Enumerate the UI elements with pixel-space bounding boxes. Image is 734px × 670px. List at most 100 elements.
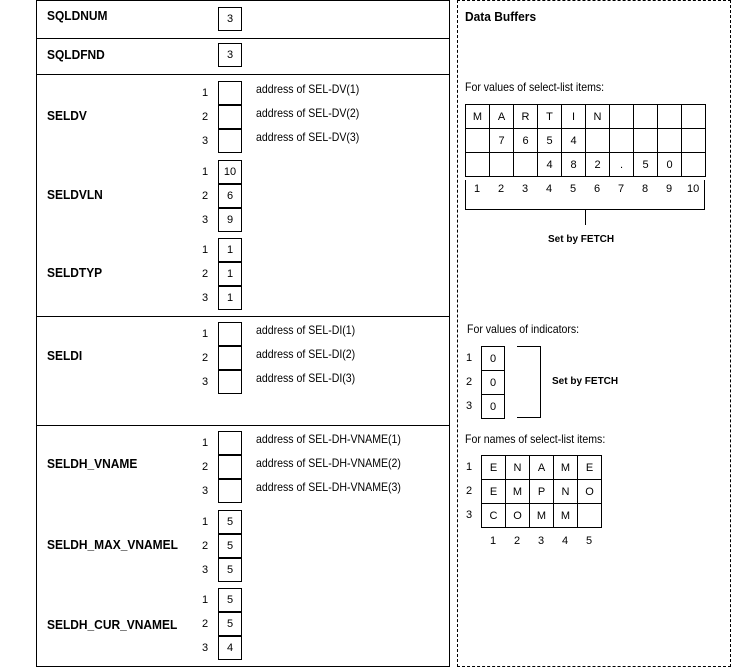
name-cell: M: [529, 503, 554, 528]
indicators-caption: For values of indicators:: [467, 322, 580, 336]
column-number: 5: [569, 183, 577, 195]
column-number: 3: [537, 535, 545, 547]
row-index: 3: [201, 642, 209, 654]
indicator-cell: 0: [481, 346, 505, 371]
buffer-cell: 2: [585, 152, 610, 177]
name-cell: P: [529, 479, 554, 504]
row-index: 2: [201, 352, 209, 364]
field-name-seldv: SELDV: [47, 108, 87, 123]
row-index: 3: [465, 400, 473, 412]
field-value-cell: [218, 81, 242, 105]
row-index: 1: [201, 594, 209, 606]
buffer-cell: 4: [537, 152, 562, 177]
set-by-fetch-label: Set by FETCH: [552, 376, 619, 387]
field-name-sqldfnd: SQLDFND: [47, 47, 105, 62]
buffer-cell: 5: [537, 128, 562, 153]
bracket: [704, 180, 705, 210]
bracket: [517, 346, 541, 347]
field-value-cell: 5: [218, 534, 242, 558]
buffer-cell: A: [489, 104, 514, 129]
row-index: 1: [465, 461, 473, 473]
address-note: address of SEL-DV(1): [256, 82, 360, 96]
field-value-cell: 1: [218, 286, 242, 310]
row-index: 1: [201, 516, 209, 528]
row-index: 1: [201, 437, 209, 449]
data-buffers-title: Data Buffers: [465, 9, 537, 24]
field-name-seldvln: SELDVLN: [47, 187, 103, 202]
row-index: 1: [201, 166, 209, 178]
buffer-cell: [465, 152, 490, 177]
buffer-cell: [633, 128, 658, 153]
bracket: [540, 346, 541, 418]
field-name-sqldnum: SQLDNUM: [47, 8, 108, 23]
field-value-cell: 5: [218, 612, 242, 636]
field-value-cell: 1: [218, 262, 242, 286]
name-cell: N: [553, 479, 578, 504]
row-index: 2: [201, 190, 209, 202]
buffer-cell: I: [561, 104, 586, 129]
row-index: 3: [201, 376, 209, 388]
row-index: 2: [201, 268, 209, 280]
buffer-cell: [465, 128, 490, 153]
buffer-cell: 5: [633, 152, 658, 177]
field-name-seldh_cur_vnamel: SELDH_CUR_VNAMEL: [47, 617, 178, 632]
column-number: 10: [687, 183, 700, 195]
field-value-cell: [218, 455, 242, 479]
buffer-cell: 0: [657, 152, 682, 177]
buffer-cell: T: [537, 104, 562, 129]
divider: [36, 316, 450, 317]
field-value-cell: 5: [218, 588, 242, 612]
bracket: [585, 209, 586, 225]
field-value-cell: 5: [218, 510, 242, 534]
row-index: 3: [201, 292, 209, 304]
field-value-cell: 3: [218, 7, 242, 31]
buffer-cell: R: [513, 104, 538, 129]
name-cell: O: [505, 503, 530, 528]
name-cell: E: [481, 455, 506, 480]
column-number: 2: [497, 183, 505, 195]
row-index: 2: [201, 540, 209, 552]
column-number: 6: [593, 183, 601, 195]
name-cell: A: [529, 455, 554, 480]
name-cell: [577, 503, 602, 528]
address-note: address of SEL-DI(1): [256, 323, 356, 337]
field-value-cell: 3: [218, 43, 242, 67]
buffer-cell: [681, 152, 706, 177]
buffer-cell: 6: [513, 128, 538, 153]
buffer-cell: [489, 152, 514, 177]
buffer-cell: 4: [561, 128, 586, 153]
buffer-cell: [657, 104, 682, 129]
row-index: 2: [201, 461, 209, 473]
buffer-cell: [681, 104, 706, 129]
row-index: 3: [201, 485, 209, 497]
field-name-seldtyp: SELDTYP: [47, 265, 103, 280]
name-cell: E: [577, 455, 602, 480]
indicator-cell: 0: [481, 394, 505, 419]
address-note: address of SEL-DH-VNAME(2): [256, 456, 401, 470]
name-cell: M: [553, 455, 578, 480]
divider: [36, 425, 450, 426]
address-note: address of SEL-DV(2): [256, 106, 360, 120]
name-cell: M: [505, 479, 530, 504]
field-value-cell: [218, 322, 242, 346]
buffer-cell: M: [465, 104, 490, 129]
name-cell: O: [577, 479, 602, 504]
field-value-cell: [218, 346, 242, 370]
buffer-cell: [657, 128, 682, 153]
name-cell: C: [481, 503, 506, 528]
divider: [36, 74, 450, 75]
data-buffers-panel: [457, 0, 731, 667]
buffer-cell: 7: [489, 128, 514, 153]
bracket: [465, 180, 466, 210]
address-note: address of SEL-DI(2): [256, 347, 356, 361]
divider: [36, 38, 450, 39]
column-number: 5: [585, 535, 593, 547]
names-caption: For names of select-list items:: [465, 432, 606, 446]
buffer-cell: [585, 128, 610, 153]
values-caption: For values of select-list items:: [465, 80, 605, 94]
name-cell: M: [553, 503, 578, 528]
field-value-cell: 1: [218, 238, 242, 262]
field-value-cell: [218, 129, 242, 153]
column-number: 8: [641, 183, 649, 195]
row-index: 3: [201, 564, 209, 576]
